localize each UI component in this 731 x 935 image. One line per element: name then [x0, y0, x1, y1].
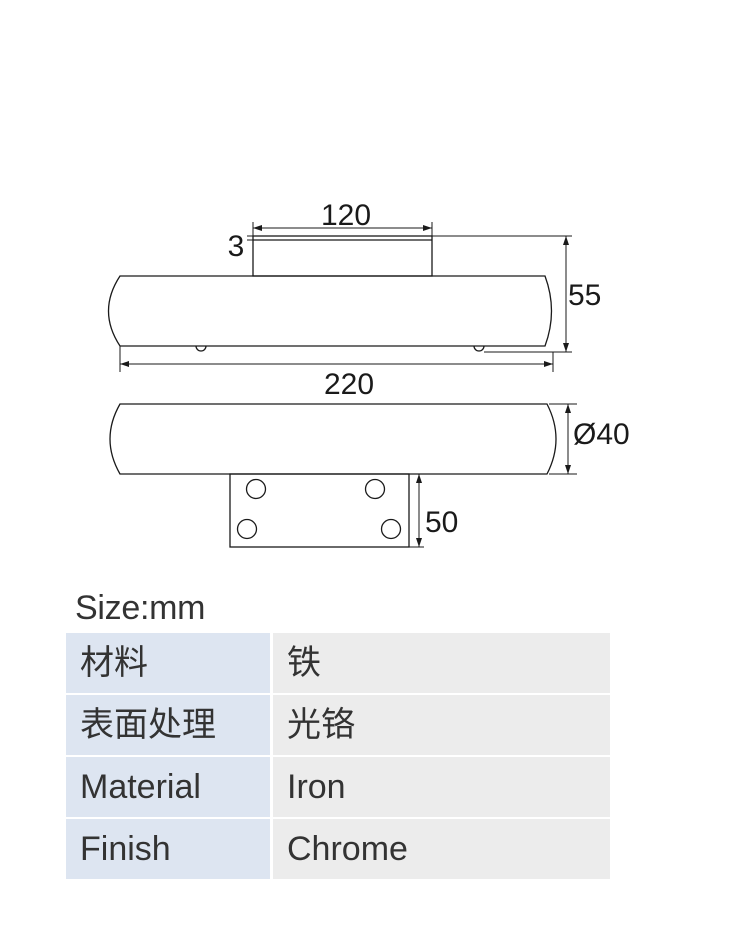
dim-label-220: 220: [324, 368, 374, 401]
plan-view: Ø40 50: [109, 403, 630, 548]
spec-value: 铁: [273, 633, 610, 693]
spec-row-finish-cn: 表面处理 光铬: [66, 695, 610, 757]
spec-row-finish-en: Finish Chrome: [66, 819, 610, 879]
spec-value: Chrome: [273, 819, 610, 879]
technical-drawing: 120 3 55 220 Ø40: [107, 199, 630, 548]
spec-value: Iron: [273, 757, 610, 817]
side-screw-right: [473, 345, 485, 352]
plan-hole-top-right: [364, 478, 386, 500]
plan-hole-top-left: [245, 478, 267, 500]
dim-label-diameter: Ø40: [573, 418, 630, 451]
plan-bar: [109, 403, 557, 475]
side-plate: [252, 235, 433, 277]
spec-value: 光铬: [273, 695, 610, 755]
dim-label-50: 50: [425, 506, 458, 539]
spec-table: 材料 铁 表面处理 光铬 Material Iron Finish Chrome: [66, 633, 610, 879]
spec-row-material-cn: 材料 铁: [66, 633, 610, 695]
side-bar: [107, 275, 553, 347]
dim-label-120: 120: [321, 199, 371, 232]
side-screw-left: [195, 345, 207, 352]
side-view: 120 3 55 220: [107, 199, 601, 401]
spec-row-material-en: Material Iron: [66, 757, 610, 819]
spec-key: 表面处理: [66, 695, 273, 755]
plan-hole-bottom-right: [380, 518, 402, 540]
size-unit-label: Size:mm: [75, 589, 206, 627]
dim-label-55: 55: [568, 279, 601, 312]
dim-label-3: 3: [228, 230, 245, 263]
spec-key: Finish: [66, 819, 273, 879]
plan-hole-bottom-left: [236, 518, 258, 540]
spec-key: 材料: [66, 633, 273, 693]
spec-key: Material: [66, 757, 273, 817]
plan-plate: [229, 473, 410, 548]
